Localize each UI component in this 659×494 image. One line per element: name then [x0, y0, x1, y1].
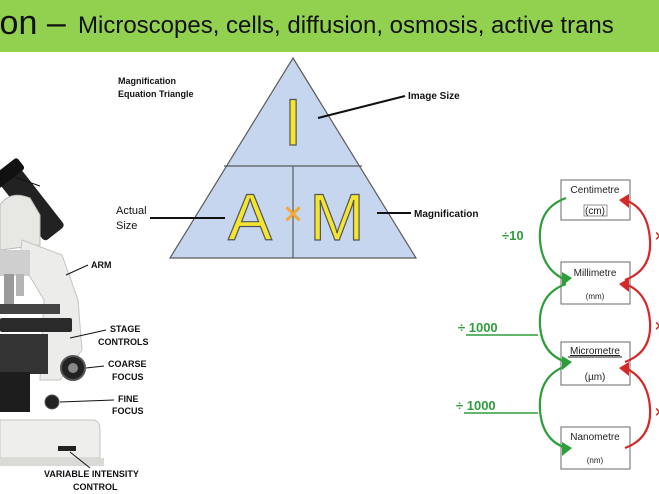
arm-label: ARM: [91, 260, 112, 270]
actual-size-label-2: Size: [116, 220, 137, 232]
unit-box-name: Centimetre: [571, 185, 620, 196]
triangle-heading-2: Equation Triangle: [118, 89, 194, 99]
title-bar: ion – Microscopes, cells, diffusion, osm…: [0, 0, 659, 52]
magnification-label: Magnification: [414, 209, 478, 220]
red-arrowheads: [619, 194, 629, 376]
factor-mm-to-um: ÷ 1000: [458, 320, 498, 335]
unit-box-symbol: (mm): [586, 292, 605, 301]
multiplier-mark: ×: [654, 319, 659, 334]
unit-box-symbol: (cm): [585, 206, 605, 217]
coarse-focus-label-2: FOCUS: [112, 372, 144, 382]
coarse-focus-label-1: COARSE: [108, 359, 147, 369]
unit-box-name: Micrometre: [570, 346, 620, 357]
unit-box-name: Nanometre: [570, 432, 620, 443]
triangle-heading-1: Magnification: [118, 76, 176, 86]
fine-focus-label-1: FINE: [118, 394, 139, 404]
multiplier-mark: ×: [654, 405, 659, 420]
actual-size-label-1: Actual: [116, 205, 147, 217]
actual-size-letter: A: [228, 180, 272, 254]
equation-triangle: [168, 56, 418, 259]
stage-controls-label-2: CONTROLS: [98, 337, 149, 347]
title-main: ion –: [0, 4, 66, 42]
stage-controls-label-1: STAGE: [110, 324, 140, 334]
multiplier-mark: ×: [654, 229, 659, 244]
variable-intensity-label-1: VARIABLE INTENSITY: [44, 469, 139, 479]
green-conversion-arrows: [538, 196, 567, 450]
red-conversion-arrows: [624, 198, 652, 450]
unit-box-name: Millimetre: [574, 268, 617, 279]
variable-intensity-label-2: CONTROL: [73, 482, 118, 492]
unit-box-millimetre: Millimetre (mm): [560, 261, 631, 305]
factor-um-to-nm: ÷ 1000: [456, 398, 496, 413]
title-subtitle: Microscopes, cells, diffusion, osmosis, …: [78, 12, 614, 39]
image-size-letter: I: [284, 85, 302, 159]
unit-box-centimetre: Centimetre (cm): [560, 179, 631, 221]
unit-box-micrometre: Micrometre (µm): [560, 341, 631, 386]
fine-focus-label-2: FOCUS: [112, 406, 144, 416]
unit-box-symbol: (µm): [585, 372, 606, 383]
unit-box-nanometre: Nanometre (nm): [560, 426, 631, 470]
times-symbol: ×: [282, 199, 304, 229]
green-arrowheads: [562, 272, 572, 456]
magnification-letter: M: [310, 180, 365, 254]
image-size-label: Image Size: [408, 91, 460, 102]
factor-cm-to-mm: ÷10: [502, 228, 524, 243]
microscope-illustration: [0, 158, 104, 466]
unit-box-symbol: (nm): [587, 456, 604, 465]
eyepiece-label: CE: [0, 172, 13, 182]
